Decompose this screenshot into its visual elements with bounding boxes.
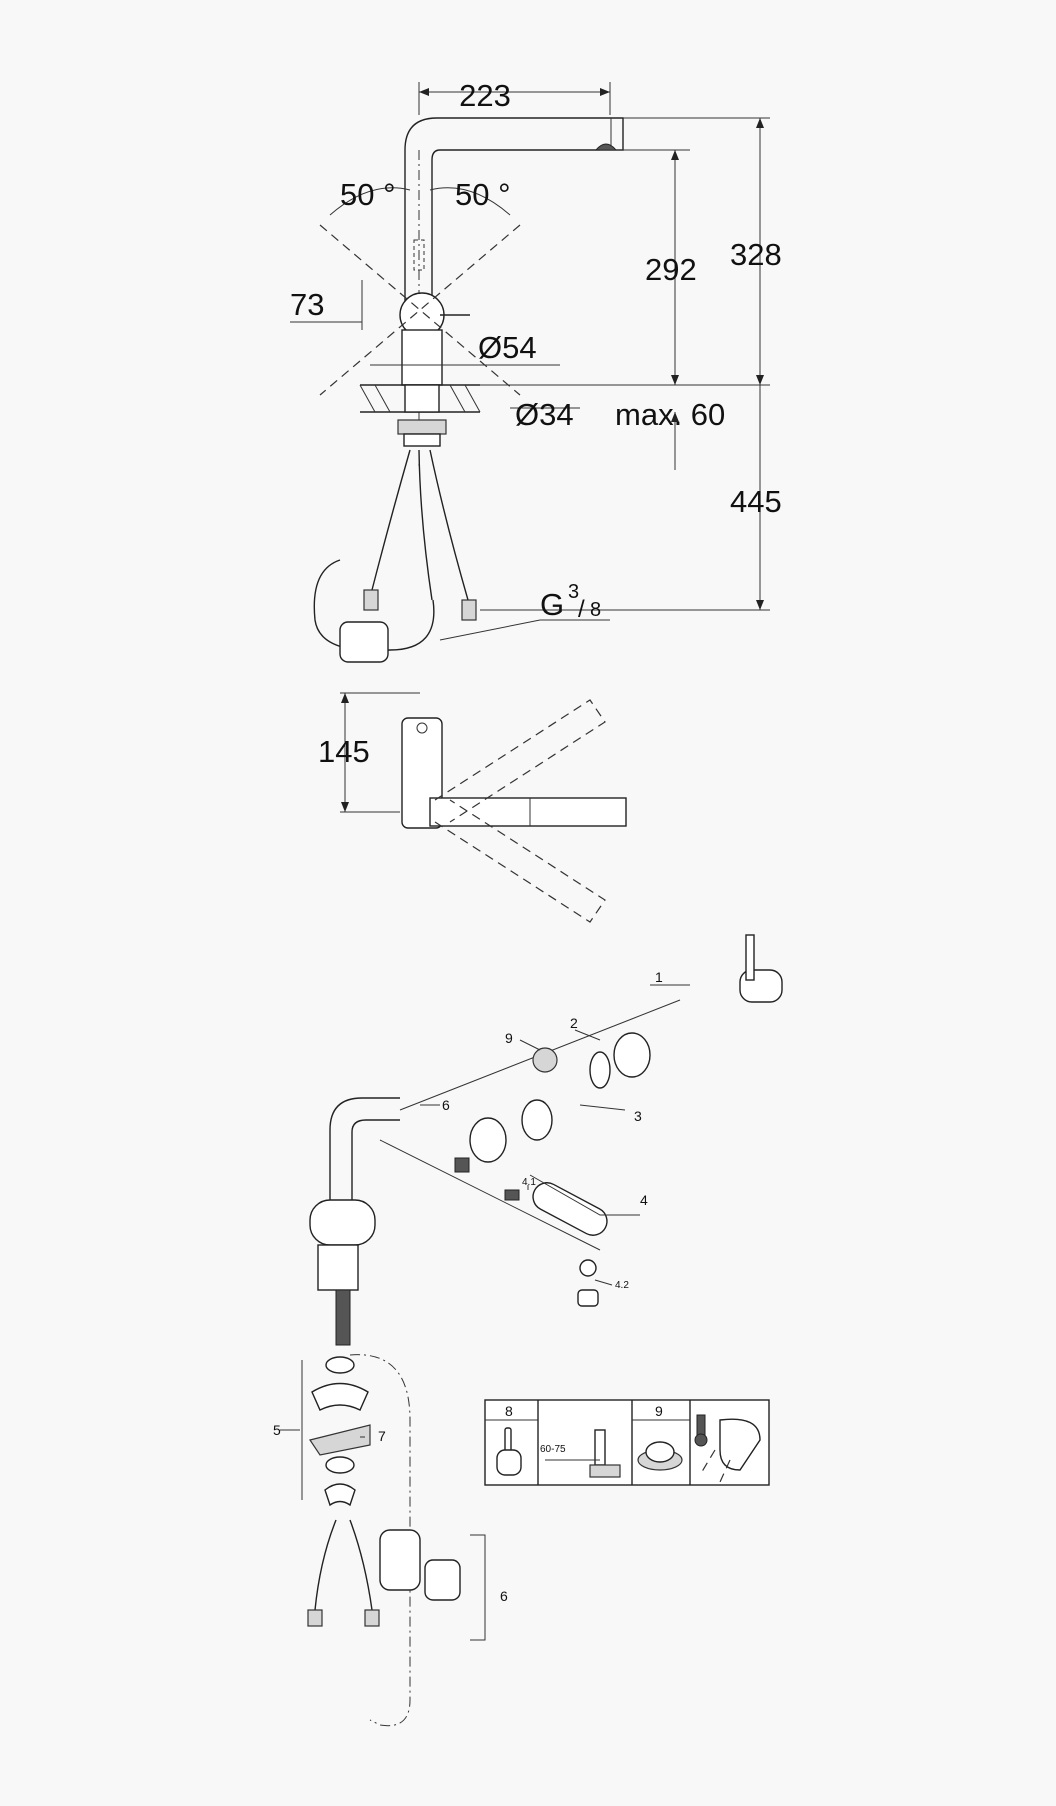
fixing-washer [403,433,441,447]
cartridge [469,1117,507,1163]
legend-cell-9: 9 [655,1403,663,1419]
swing-left-dashed [319,224,521,396]
hose-nut-right [461,599,477,621]
callout-1: 1 [655,969,663,985]
callout-9: 9 [505,1030,513,1046]
exploded-hose-right [349,1519,373,1611]
pull-out-hose [418,449,433,601]
dimension-arrowheads [419,88,764,610]
cartridge-tool-icon [637,1441,683,1471]
callout-4-1: 4.1 [522,1177,536,1188]
pull-out-hose-path [349,1354,411,1727]
callout-5: 5 [273,1422,281,1438]
swing-right-dashed [319,224,521,396]
callout-3: 3 [634,1108,642,1124]
base-body [401,329,443,386]
thread-leader [439,619,541,641]
mounting-shank [404,384,440,413]
callout-4-2-leader [594,1279,613,1286]
fixing-nut [397,419,447,435]
callout-5-leader [280,1360,303,1500]
callout-7: 7 [378,1428,386,1444]
hose-guide-hidden [413,239,425,271]
lower-horseshoe-2 [324,1483,356,1507]
callout-6-bottom: 6 [500,1588,508,1604]
aerator-ring [579,1259,597,1277]
callout-6-bottom-leader [470,1534,486,1641]
lever-pin [745,934,755,981]
callout-3-leader [579,1104,626,1111]
thread-numerator: 3 [568,581,579,603]
legend-range-label: 60-75 [540,1444,566,1455]
escutcheon [613,1032,651,1078]
callout-2: 2 [570,1015,578,1031]
spray-head-outlet [594,143,618,151]
supply-hose-left [371,449,411,591]
dim-292-label: 292 [645,252,697,287]
installation-detail-icon [545,1429,621,1478]
exploded-hose-nut-right [364,1609,380,1627]
spray-head [532,1182,608,1236]
dim-328-label: 328 [730,237,782,272]
thread-slash: / [578,596,585,623]
handle-screw-part-9 [532,1047,558,1073]
lower-washer [325,1456,355,1474]
lower-horseshoe-1 [311,1382,369,1411]
angle-right-label: 50 ° [455,177,511,212]
top-view-spout [429,797,627,827]
top-view-swing-up [434,699,606,823]
spout-outline [404,117,624,330]
lower-fixing-plate [309,1424,371,1456]
exploded-hose-left [314,1519,337,1611]
hose-weight-clip [379,1529,421,1591]
top-view-outlet [416,722,428,734]
aerator [577,1289,599,1307]
worktop-hatch [359,384,481,413]
callout-4-2: 4.2 [615,1280,629,1291]
angle-arc-left [329,187,411,216]
thread-denominator: 8 [590,599,601,621]
cartridge-adapter [521,1099,553,1141]
dim-223-label: 223 [459,78,511,113]
exploded-spout-left [329,1097,400,1240]
callout-6-top: 6 [442,1097,450,1113]
callout-4-leader [529,1174,640,1216]
lower-o-ring [325,1356,355,1374]
dia-54-label: Ø54 [478,330,537,365]
temperature-limiter-icon [694,1414,761,1483]
accessory-legend: 8 9 60-75 [484,1399,770,1486]
top-view: 145 [318,692,627,923]
dim-445-label: 445 [730,484,782,519]
handle-lever-icon [496,1427,522,1476]
exploded-body-knob [309,1199,376,1246]
exploded-view: 1 2 3 4 4.1 4.2 5 6 6 7 9 [273,934,783,1727]
hose-nut-left [363,589,379,611]
supply-hose-right [429,449,469,601]
exploded-spout-inner [351,1119,400,1240]
exploded-hose-nut-left [307,1609,323,1627]
exploded-axis-lower [379,1139,601,1251]
callout-9-leader [519,1039,541,1051]
hose-weight [339,621,389,663]
dia-34-label: Ø34 [515,397,574,432]
max-60-label: max. 60 [615,397,725,432]
o-ring [589,1051,611,1089]
angle-arc-right [429,187,511,216]
callout-2-leader [574,1029,601,1041]
dim-145-label: 145 [318,734,370,769]
exploded-threaded-shank [335,1289,351,1346]
exploded-base [317,1244,359,1291]
top-view-swing-down [434,799,606,923]
hose-weight-block [424,1559,461,1601]
side-view: 223 50 ° 50 ° 73 Ø54 Ø34 max. 60 292 328… [290,78,782,663]
hose-connector [454,1157,470,1173]
angle-left-label: 50 ° [340,177,396,212]
callout-4: 4 [640,1192,648,1208]
dim-73-label: 73 [290,287,324,322]
thread-g-label: G [540,587,564,622]
legend-cell-8: 8 [505,1403,513,1419]
spray-connector [504,1189,520,1201]
